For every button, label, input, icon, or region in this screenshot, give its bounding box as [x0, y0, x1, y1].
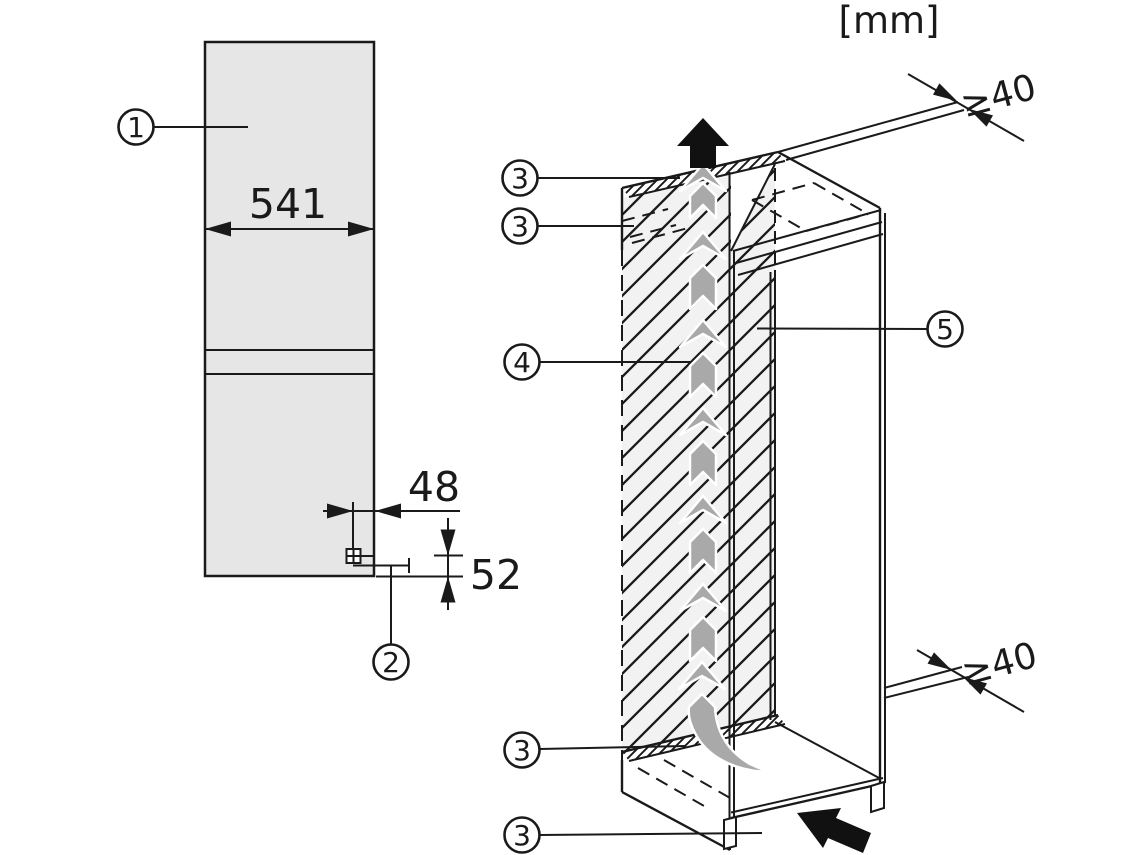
leader-plinth-vent [539, 832, 763, 836]
gap-dimension-top: ≥40 [777, 67, 1041, 161]
callout-4-label: 4 [513, 346, 531, 379]
dim-541-label: 541 [249, 180, 327, 228]
airflow-arrows [677, 162, 770, 774]
dim-48-label: 48 [408, 463, 460, 511]
unit-label: [mm] [839, 0, 940, 42]
callout-3-plinth: 3 [503, 816, 541, 854]
dim-52-label: 52 [470, 551, 522, 599]
callout-3-top-inner: 3 [501, 207, 539, 245]
callout-1-label: 1 [127, 111, 145, 144]
callout-5: 5 [926, 310, 964, 348]
callout-4: 4 [503, 343, 541, 381]
front-view: 541 48 52 [117, 40, 522, 681]
callout-3-label: 3 [513, 819, 531, 852]
isometric-view: ≥40 ≥40 [501, 67, 1042, 854]
gap-top-label: ≥40 [957, 67, 1041, 126]
dimension-52: 52 [376, 518, 522, 610]
airflow-arrow-curved [677, 660, 770, 774]
callout-3-top-outer: 3 [501, 159, 539, 197]
exhaust-air-arrow [677, 118, 729, 168]
dimension-541: 541 [205, 180, 374, 237]
callout-3-label: 3 [511, 162, 529, 195]
callout-5-label: 5 [936, 313, 954, 346]
callout-3-bottom: 3 [503, 731, 541, 769]
callout-2: 2 [372, 565, 410, 681]
intake-air-arrow [797, 808, 871, 853]
gap-dimension-bottom: ≥40 [883, 635, 1042, 713]
hinge-detail [345, 502, 410, 573]
leader-vent-bottom [539, 745, 687, 750]
callout-3-label: 3 [511, 210, 529, 243]
cabinet-structure [620, 150, 886, 852]
leader-rear-wall [756, 327, 928, 330]
door-panel [203, 40, 376, 578]
callout-1: 1 [117, 108, 248, 146]
callout-2-label: 2 [382, 646, 400, 679]
callout-3-label: 3 [513, 734, 531, 767]
dimension-48: 48 [323, 463, 460, 519]
gap-bottom-label: ≥40 [958, 635, 1042, 694]
cabinet-leg-right [870, 780, 885, 814]
